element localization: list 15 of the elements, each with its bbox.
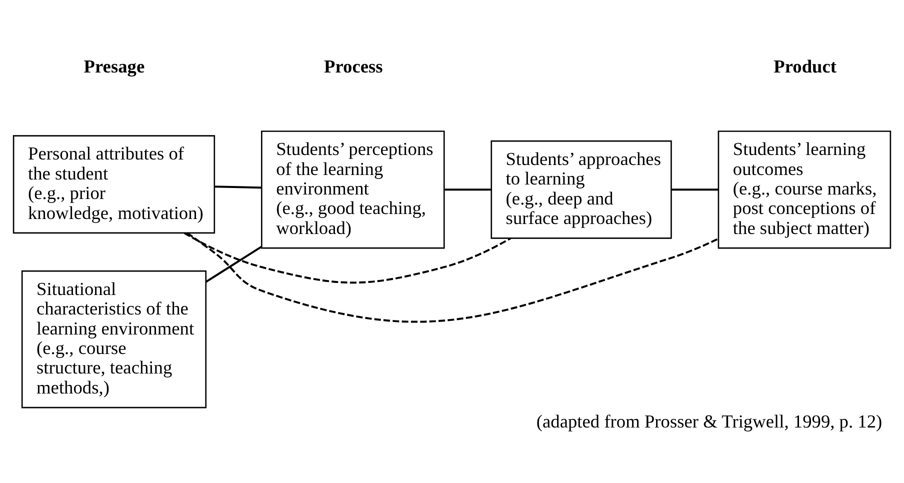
connector [444,188,492,191]
connector [214,186,262,189]
node-box: Situational characteristics of the learning environment (e.g., course structure, teaching methods,) [21,270,207,408]
caption: (adapted from Prosser & Trigwell, 1999, p. 12) [536,412,882,432]
node-box: Students’ learning outcomes (e.g., course marks, post conceptions of the subject matter) [718,130,892,249]
connector [672,188,718,191]
node-box: Personal attributes of the student (e.g., prior knowledge, motivation) [12,135,216,234]
connector [184,232,512,284]
node-box: Students’ perceptions of the learning environment (e.g., good teaching, workload) [261,130,445,249]
connector [205,246,262,283]
connector [186,232,719,323]
node-box: Students’ approaches to learning (e.g., deep and surface approaches) [490,140,672,239]
label: Process [324,56,383,76]
label: Product [774,56,837,76]
label: Presage [84,56,145,76]
